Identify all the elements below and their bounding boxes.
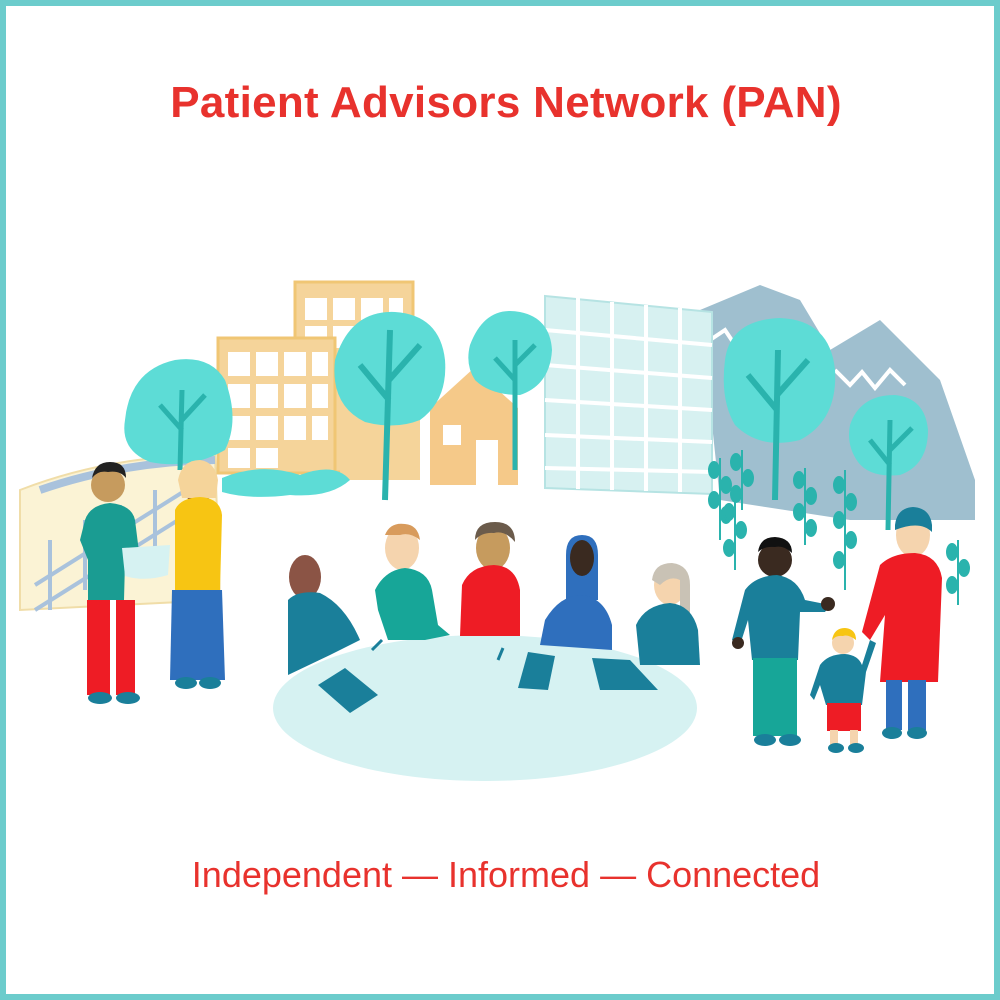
person-right-man [732,537,835,746]
vines [708,450,970,605]
building-small [340,420,420,480]
person-right-child [810,628,876,753]
person-seated-3 [460,522,520,636]
person-left-woman [170,460,225,689]
tagline: Independent — Informed — Connected [191,854,821,895]
person-left-man [80,462,140,704]
building-glass [544,294,713,496]
community-illustration [19,280,975,781]
person-seated-1 [288,555,360,675]
document-paper [122,545,170,579]
person-seated-4 [540,535,612,650]
trees [124,310,928,531]
building-left [216,336,337,475]
person-right-woman [862,507,942,739]
meeting-table [273,635,697,781]
page-title: Patient Advisors Network (PAN) [170,78,842,127]
person-seated-5 [636,563,700,665]
house [430,368,518,485]
person-seated-2 [375,523,450,640]
